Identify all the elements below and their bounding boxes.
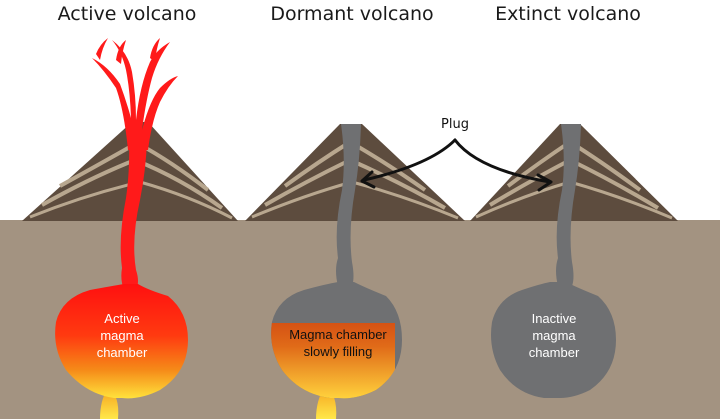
extinct-plug — [556, 124, 581, 286]
plug-arrows — [360, 138, 553, 192]
title-dormant-volcano: Dormant volcano — [270, 3, 434, 25]
plug-label: Plug — [441, 117, 469, 132]
plug-arrow-right — [453, 138, 552, 184]
active-conduit — [120, 140, 147, 290]
eruption-plume — [92, 38, 178, 150]
title-active-volcano: Active volcano — [57, 3, 197, 25]
plug-arrow-left-head — [360, 170, 376, 189]
plug-arrow-right-head — [536, 173, 553, 192]
title-extinct-volcano: Extinct volcano — [495, 3, 641, 25]
extinct-magma-chamber — [491, 282, 616, 398]
active-magma-chamber — [55, 284, 188, 399]
dormant-magma-fill — [271, 323, 395, 399]
dormant-plug — [336, 124, 361, 286]
active-chamber-label: Active magma chamber — [96, 311, 148, 360]
extinct-chamber-label: Inactive magma chamber — [528, 311, 580, 360]
plug-arrow-left — [362, 138, 457, 182]
dormant-chamber-label: Magma chamber slowly filling — [289, 327, 387, 359]
